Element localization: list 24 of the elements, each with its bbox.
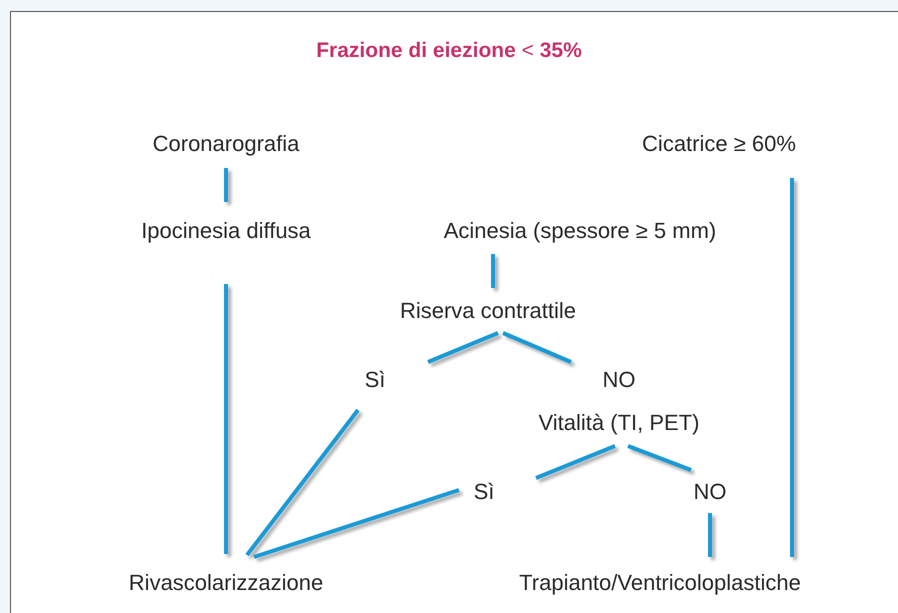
- node-label: Sì: [356, 360, 394, 400]
- connector-line: [627, 444, 692, 472]
- node-label: Coronarografia: [144, 124, 308, 164]
- connector-line: [245, 408, 360, 556]
- connector-line: [224, 284, 228, 554]
- node-label: Ipocinesia diffusa: [133, 212, 319, 250]
- connector-line: [427, 331, 499, 364]
- node-label: Riserva contrattile: [392, 292, 584, 330]
- connector-line: [224, 168, 228, 202]
- connector-line: [491, 254, 495, 288]
- node-label: Trapianto/Ventricoloplastiche: [511, 564, 809, 602]
- title: Frazione di eiezione < 35%: [315, 39, 583, 63]
- node-label: NO: [686, 472, 734, 512]
- node-label: Sì: [466, 472, 502, 512]
- connector-line: [253, 488, 460, 559]
- connector-line: [708, 513, 712, 557]
- node-label: NO: [594, 360, 644, 400]
- connector-line: [502, 331, 572, 364]
- connector-line: [535, 444, 616, 480]
- node-label: Acinesia (spessore ≥ 5 mm): [436, 212, 724, 250]
- connector-line: [790, 178, 794, 557]
- node-label: Vitalità (TI, PET): [530, 404, 708, 442]
- node-label: Cicatrice ≥ 60%: [634, 124, 804, 164]
- node-label: Rivascolarizzazione: [120, 564, 332, 602]
